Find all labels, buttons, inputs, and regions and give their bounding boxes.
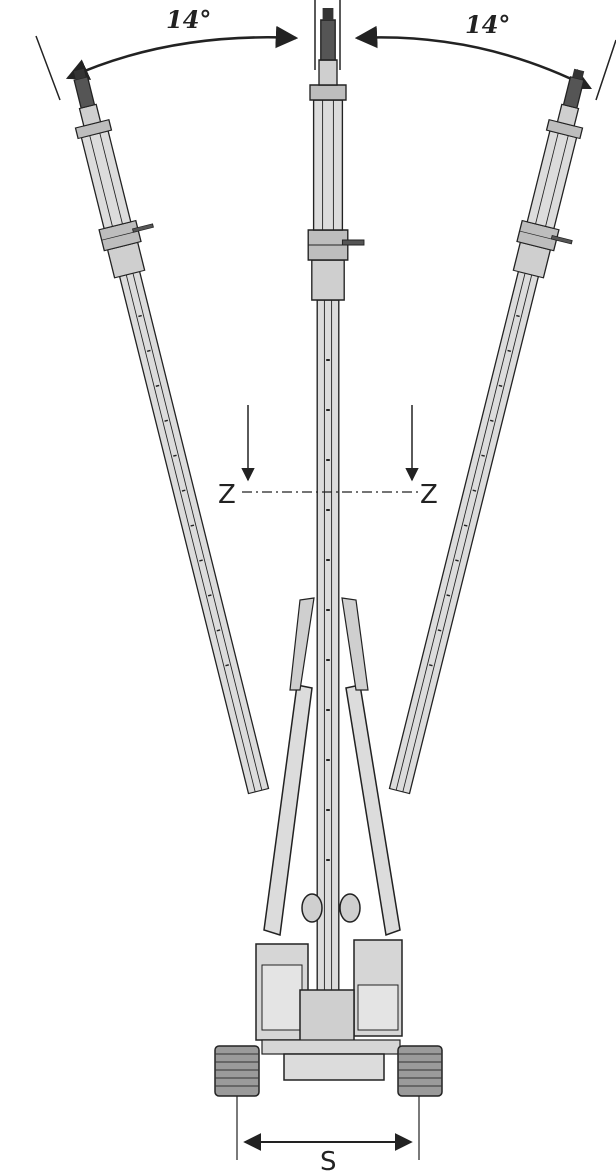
section-label-right: Z	[420, 480, 438, 510]
section-label-left: Z	[218, 480, 236, 510]
dimension-label-s: S	[320, 1147, 337, 1173]
angle-label-left: 14°	[166, 5, 211, 34]
carrier-body	[255, 893, 403, 1081]
support-struts	[263, 597, 401, 937]
mast-vertical	[307, 7, 365, 1041]
angle-label-right: 14°	[465, 10, 510, 39]
track-right	[397, 1045, 443, 1097]
mast-tilted-right	[380, 64, 614, 801]
angle-arc-right	[354, 25, 593, 90]
angle-arc-left	[65, 25, 299, 80]
track-left	[214, 1045, 260, 1097]
dimension-s	[236, 1096, 420, 1160]
section-cut-z	[241, 405, 420, 493]
mast-tilted-left	[59, 60, 293, 797]
